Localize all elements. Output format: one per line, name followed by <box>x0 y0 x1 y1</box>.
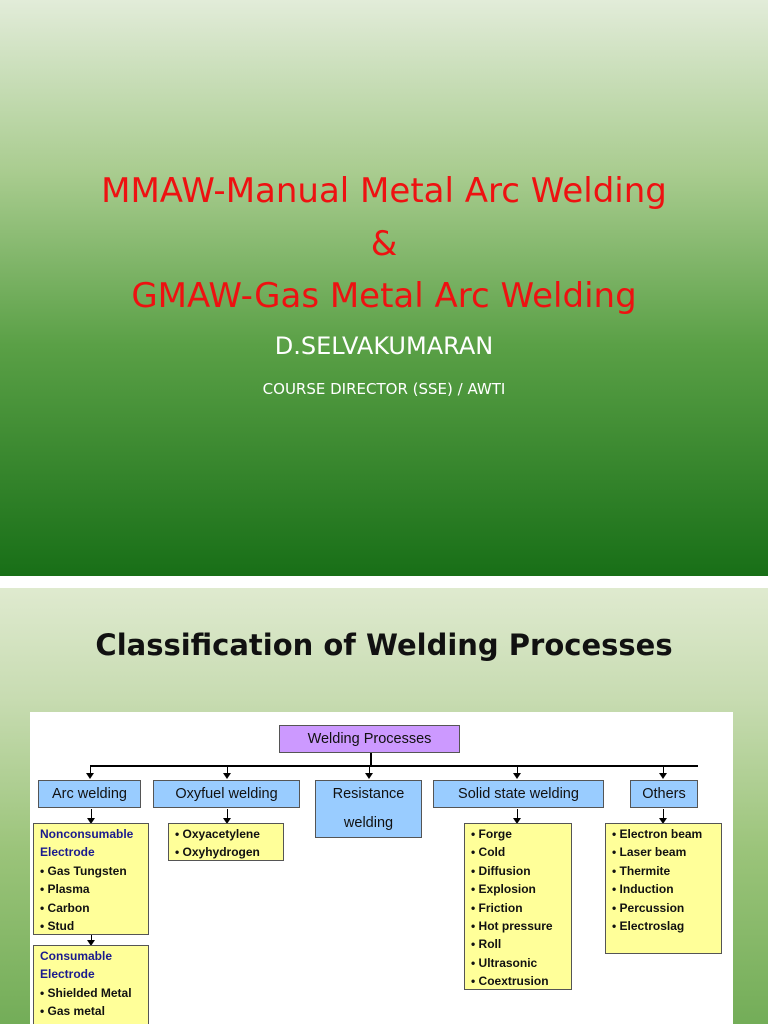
list-item: • Forge <box>471 827 512 841</box>
list-item: • Thermite <box>612 863 671 878</box>
root-label: Welding Processes <box>307 731 432 747</box>
arrow-resistance-icon <box>365 773 373 779</box>
list-item: • Coextrusion <box>471 974 549 989</box>
welding-classification-diagram: Welding Processes Arc welding Oxyfuel we… <box>30 712 733 1024</box>
category-resistance-welding: Resistance welding <box>315 780 422 838</box>
category-others: Others <box>630 780 698 808</box>
category-solid-label: Solid state welding <box>458 786 579 802</box>
category-others-label: Others <box>642 786 686 802</box>
title-line-2: & <box>370 224 398 264</box>
classification-slide: Classification of Welding Processes Weld… <box>0 588 768 1024</box>
list-item: • Gas metal <box>40 1004 105 1019</box>
category-solid-state-welding: Solid state welding <box>433 780 604 808</box>
arrow-solid-list-icon <box>513 818 521 824</box>
slide-divider <box>0 576 768 588</box>
category-oxyfuel-welding: Oxyfuel welding <box>153 780 300 808</box>
list-item: • Oxyhydrogen <box>175 845 260 860</box>
list-item: • Ultrasonic <box>471 955 538 970</box>
connector-others <box>663 765 664 773</box>
author-name: D.SELVAKUMARAN <box>274 332 494 360</box>
category-oxyfuel-label: Oxyfuel welding <box>175 786 278 802</box>
root-box: Welding Processes <box>279 725 460 753</box>
connector-oxyfuel <box>227 765 228 773</box>
list-item: • Induction <box>612 882 674 897</box>
list-item: • Diffusion <box>471 863 531 878</box>
arc-nonconsumable-list: Nonconsumable Electrode • Gas Tungsten •… <box>33 823 149 935</box>
list-item: • Stud <box>40 919 75 934</box>
slide-title: Classification of Welding Processes <box>95 628 673 662</box>
category-resistance-label-1: Resistance <box>332 786 405 802</box>
arrow-solid-icon <box>513 773 521 779</box>
arrow-oxyfuel-icon <box>223 773 231 779</box>
solid-state-list: • Forge • Cold • Diffusion • Explosion •… <box>464 823 572 990</box>
category-arc-label: Arc welding <box>52 786 127 802</box>
arrow-oxyfuel-list-icon <box>223 818 231 824</box>
consumable-heading-2: Electrode <box>40 967 95 982</box>
arrow-others-icon <box>659 773 667 779</box>
list-item: • Plasma <box>40 882 90 897</box>
list-item: • Laser beam <box>612 845 687 860</box>
category-arc-welding: Arc welding <box>38 780 141 808</box>
title-line-3: GMAW-Gas Metal Arc Welding <box>131 276 637 316</box>
title-line-1: MMAW-Manual Metal Arc Welding <box>101 171 667 211</box>
list-item: • Friction <box>471 900 523 915</box>
others-list: • Electron beam • Laser beam • Thermite … <box>605 823 722 954</box>
list-item: • Electroslag <box>612 919 685 934</box>
list-item: • Oxyacetylene <box>175 827 260 841</box>
arc-consumable-list: Consumable Electrode • Shielded Metal • … <box>33 945 149 1024</box>
list-item: • Gas Tungsten <box>40 863 127 878</box>
arrow-consumable-icon <box>87 940 95 946</box>
list-item: • Hot pressure <box>471 919 553 934</box>
connector-others-list <box>663 809 664 818</box>
list-item: • Cold <box>471 845 506 860</box>
arrow-arc-icon <box>86 773 94 779</box>
arrow-others-list-icon <box>659 818 667 824</box>
list-item: • Explosion <box>471 882 536 897</box>
list-item: • Roll <box>471 937 502 952</box>
author-role: COURSE DIRECTOR (SSE) / AWTI <box>262 380 506 398</box>
connector-oxyfuel-list <box>227 809 228 818</box>
root-connector <box>370 749 372 766</box>
arrow-arc-list-icon <box>87 818 95 824</box>
connector-resistance <box>369 765 370 773</box>
connector-solid <box>517 765 518 773</box>
category-resistance-label-2: welding <box>343 815 394 831</box>
list-item: • Shielded Metal <box>40 985 132 1000</box>
connector-solid-list <box>517 809 518 818</box>
list-item: • Carbon <box>40 900 90 915</box>
nonconsumable-heading-1: Nonconsumable <box>40 827 134 841</box>
list-item: • Electron beam <box>612 827 703 841</box>
consumable-heading-1: Consumable <box>40 949 113 963</box>
horizontal-connector <box>90 765 698 767</box>
connector-arc-list <box>91 809 92 818</box>
oxyfuel-list: • Oxyacetylene • Oxyhydrogen <box>168 823 284 861</box>
list-item: • Percussion <box>612 900 685 915</box>
connector-arc <box>90 765 91 773</box>
connector-consumable <box>91 935 92 942</box>
nonconsumable-heading-2: Electrode <box>40 845 95 860</box>
title-slide: MMAW-Manual Metal Arc Welding & GMAW-Gas… <box>0 0 768 576</box>
